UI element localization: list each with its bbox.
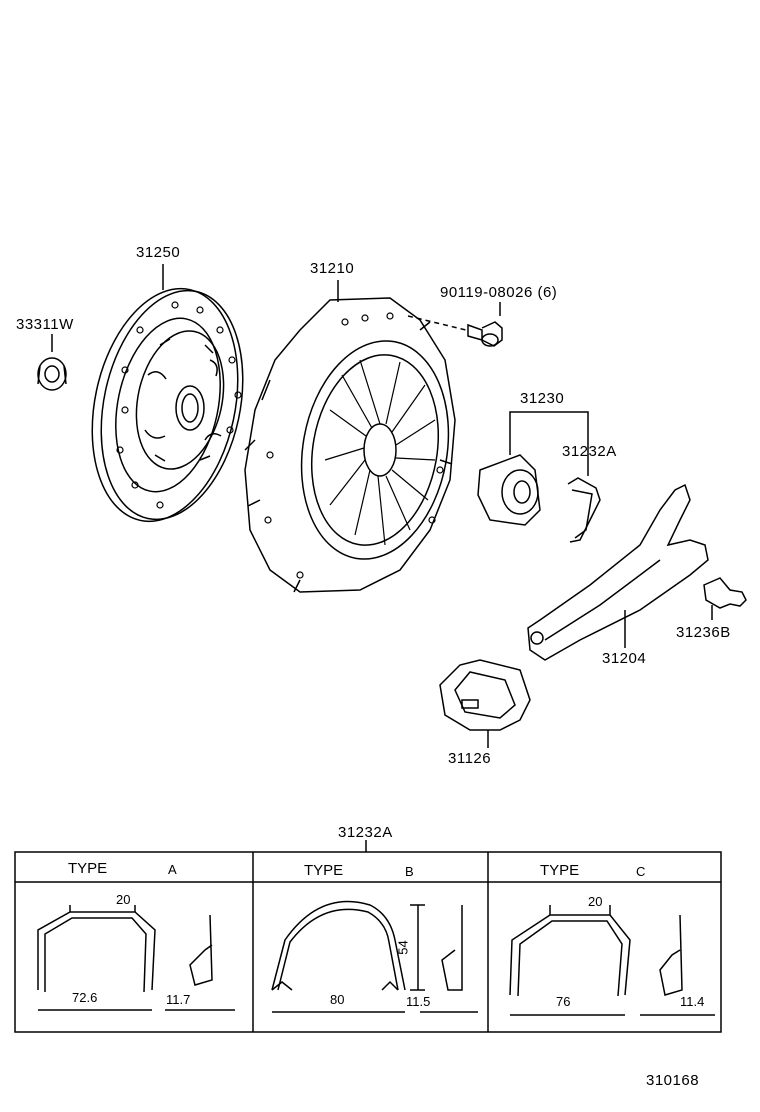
clip-type-table bbox=[14, 840, 722, 1033]
diagram-code: 310168 bbox=[646, 1072, 700, 1089]
part-label-fork-support: 31236B bbox=[676, 624, 731, 641]
clip-type-b-drawing bbox=[271, 900, 478, 1013]
part-label-release-bearing: 31230 bbox=[520, 390, 565, 407]
clutch-cover-drawing bbox=[244, 280, 456, 593]
release-bearing-clip-drawing bbox=[567, 477, 601, 543]
type-a-letter: A bbox=[168, 862, 177, 877]
type-b-side-depth: 11.5 bbox=[406, 994, 431, 1009]
type-a-side-depth: 11.7 bbox=[166, 992, 191, 1007]
clip-table-title: 31232A bbox=[338, 824, 393, 841]
type-a-bottom-width: 72.6 bbox=[72, 990, 98, 1005]
fork-support-drawing bbox=[703, 577, 747, 620]
part-label-fork-boot: 31126 bbox=[448, 750, 492, 767]
clip-type-c-drawing bbox=[509, 905, 715, 1016]
type-b-letter: B bbox=[405, 864, 414, 879]
type-b-bottom-width: 80 bbox=[330, 992, 345, 1007]
fork-boot-drawing bbox=[439, 659, 531, 748]
cover-bolt-drawing bbox=[407, 302, 503, 347]
part-label-clutch-cover: 31210 bbox=[310, 260, 355, 277]
pilot-bearing-drawing bbox=[37, 334, 67, 391]
part-label-release-fork: 31204 bbox=[602, 650, 647, 667]
release-fork-drawing bbox=[527, 483, 709, 661]
part-label-release-bearing-clip: 31232A bbox=[562, 443, 617, 460]
type-b-height: 54 bbox=[395, 940, 411, 955]
type-c-label: TYPE bbox=[540, 862, 580, 879]
type-a-top-width: 20 bbox=[116, 892, 131, 907]
type-c-top-width: 20 bbox=[588, 894, 603, 909]
type-b-label: TYPE bbox=[304, 862, 344, 879]
clip-type-a-drawing bbox=[37, 905, 235, 1011]
type-c-letter: C bbox=[636, 864, 646, 879]
type-c-bottom-width: 76 bbox=[556, 994, 571, 1009]
release-bearing-drawing bbox=[477, 411, 589, 526]
type-a-label: TYPE bbox=[68, 860, 108, 877]
type-c-side-depth: 11.4 bbox=[680, 994, 705, 1009]
part-label-clutch-disc: 31250 bbox=[136, 244, 181, 261]
part-label-cover-bolt: 90119-08026 (6) bbox=[440, 284, 558, 301]
part-label-pilot-bearing: 33311W bbox=[16, 316, 74, 333]
clutch-disc-drawing bbox=[91, 264, 244, 523]
